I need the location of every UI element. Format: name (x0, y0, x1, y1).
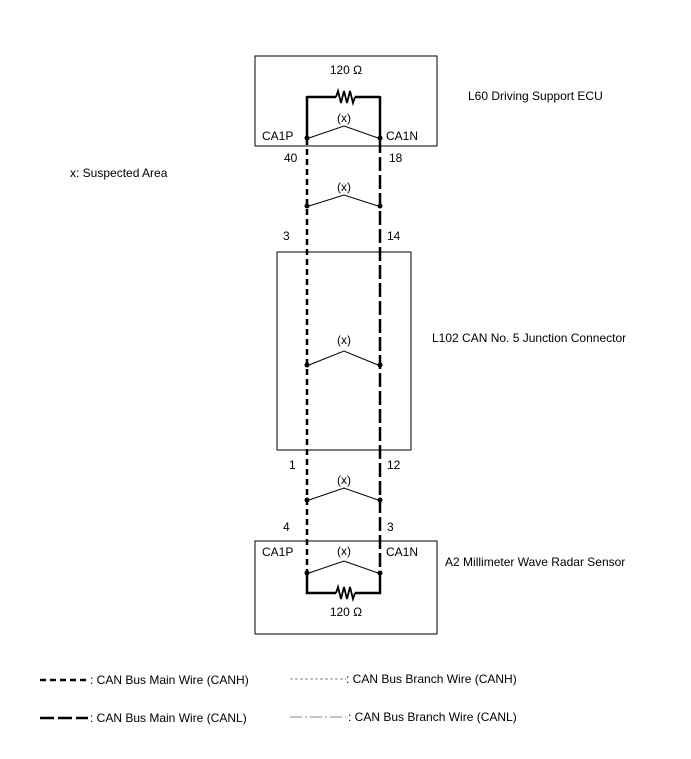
lower-node-left (304, 497, 310, 503)
legend-branch-canl-label: : CAN Bus Branch Wire (CANL) (348, 710, 517, 724)
upper-segment-suspect-mark: (x) (337, 180, 351, 194)
sensor-pin-right-name: CA1N (386, 545, 418, 559)
ecu-pin-left-no: 40 (284, 151, 298, 165)
sensor-box (254, 540, 438, 635)
suspected-area-note: x: Suspected Area (70, 166, 168, 180)
junction-pin-top-right: 14 (387, 229, 401, 243)
junction-node-left (304, 362, 310, 368)
junction-box (276, 251, 412, 451)
sensor-resistor-symbol (335, 583, 356, 603)
ecu-suspect-mark: (x) (337, 111, 351, 125)
junction-label: L102 CAN No. 5 Junction Connector (432, 331, 626, 345)
junction-suspect-bracket (308, 350, 379, 366)
ecu-pin-left-name: CA1P (262, 129, 293, 143)
ecu-resistor-label: 120 Ω (330, 63, 362, 77)
ecu-label: L60 Driving Support ECU (468, 89, 603, 103)
junction-pin-top-left: 3 (283, 229, 290, 243)
sensor-pin-left-name: CA1P (262, 545, 293, 559)
sensor-suspect-bracket (308, 560, 379, 574)
ecu-suspect-bracket (308, 125, 379, 139)
legend-main-canl-label: : CAN Bus Main Wire (CANL) (90, 711, 247, 725)
upper-segment-bracket (308, 194, 379, 207)
ecu-pin-right-name: CA1N (386, 129, 418, 143)
upper-node-left (304, 203, 310, 209)
lower-segment-bracket (308, 487, 379, 501)
sensor-pin-right-no: 3 (387, 520, 394, 534)
sensor-pin-left-no: 4 (283, 520, 290, 534)
junction-node-right (377, 362, 383, 368)
junction-suspect-mark: (x) (337, 333, 351, 347)
lower-segment-suspect-mark: (x) (337, 473, 351, 487)
lower-node-right (377, 497, 383, 503)
legend-main-canh-label: : CAN Bus Main Wire (CANH) (90, 673, 249, 687)
upper-node-right (377, 203, 383, 209)
junction-pin-bottom-left: 1 (289, 458, 296, 472)
legend-branch-canh-label: : CAN Bus Branch Wire (CANH) (346, 672, 517, 686)
sensor-suspect-mark: (x) (337, 544, 351, 558)
ecu-box (254, 55, 438, 147)
junction-pin-bottom-right: 12 (387, 458, 401, 472)
sensor-resistor-label: 120 Ω (330, 605, 362, 619)
ecu-resistor-symbol (335, 87, 356, 107)
ecu-pin-right-no: 18 (389, 151, 403, 165)
sensor-label: A2 Millimeter Wave Radar Sensor (445, 555, 625, 569)
